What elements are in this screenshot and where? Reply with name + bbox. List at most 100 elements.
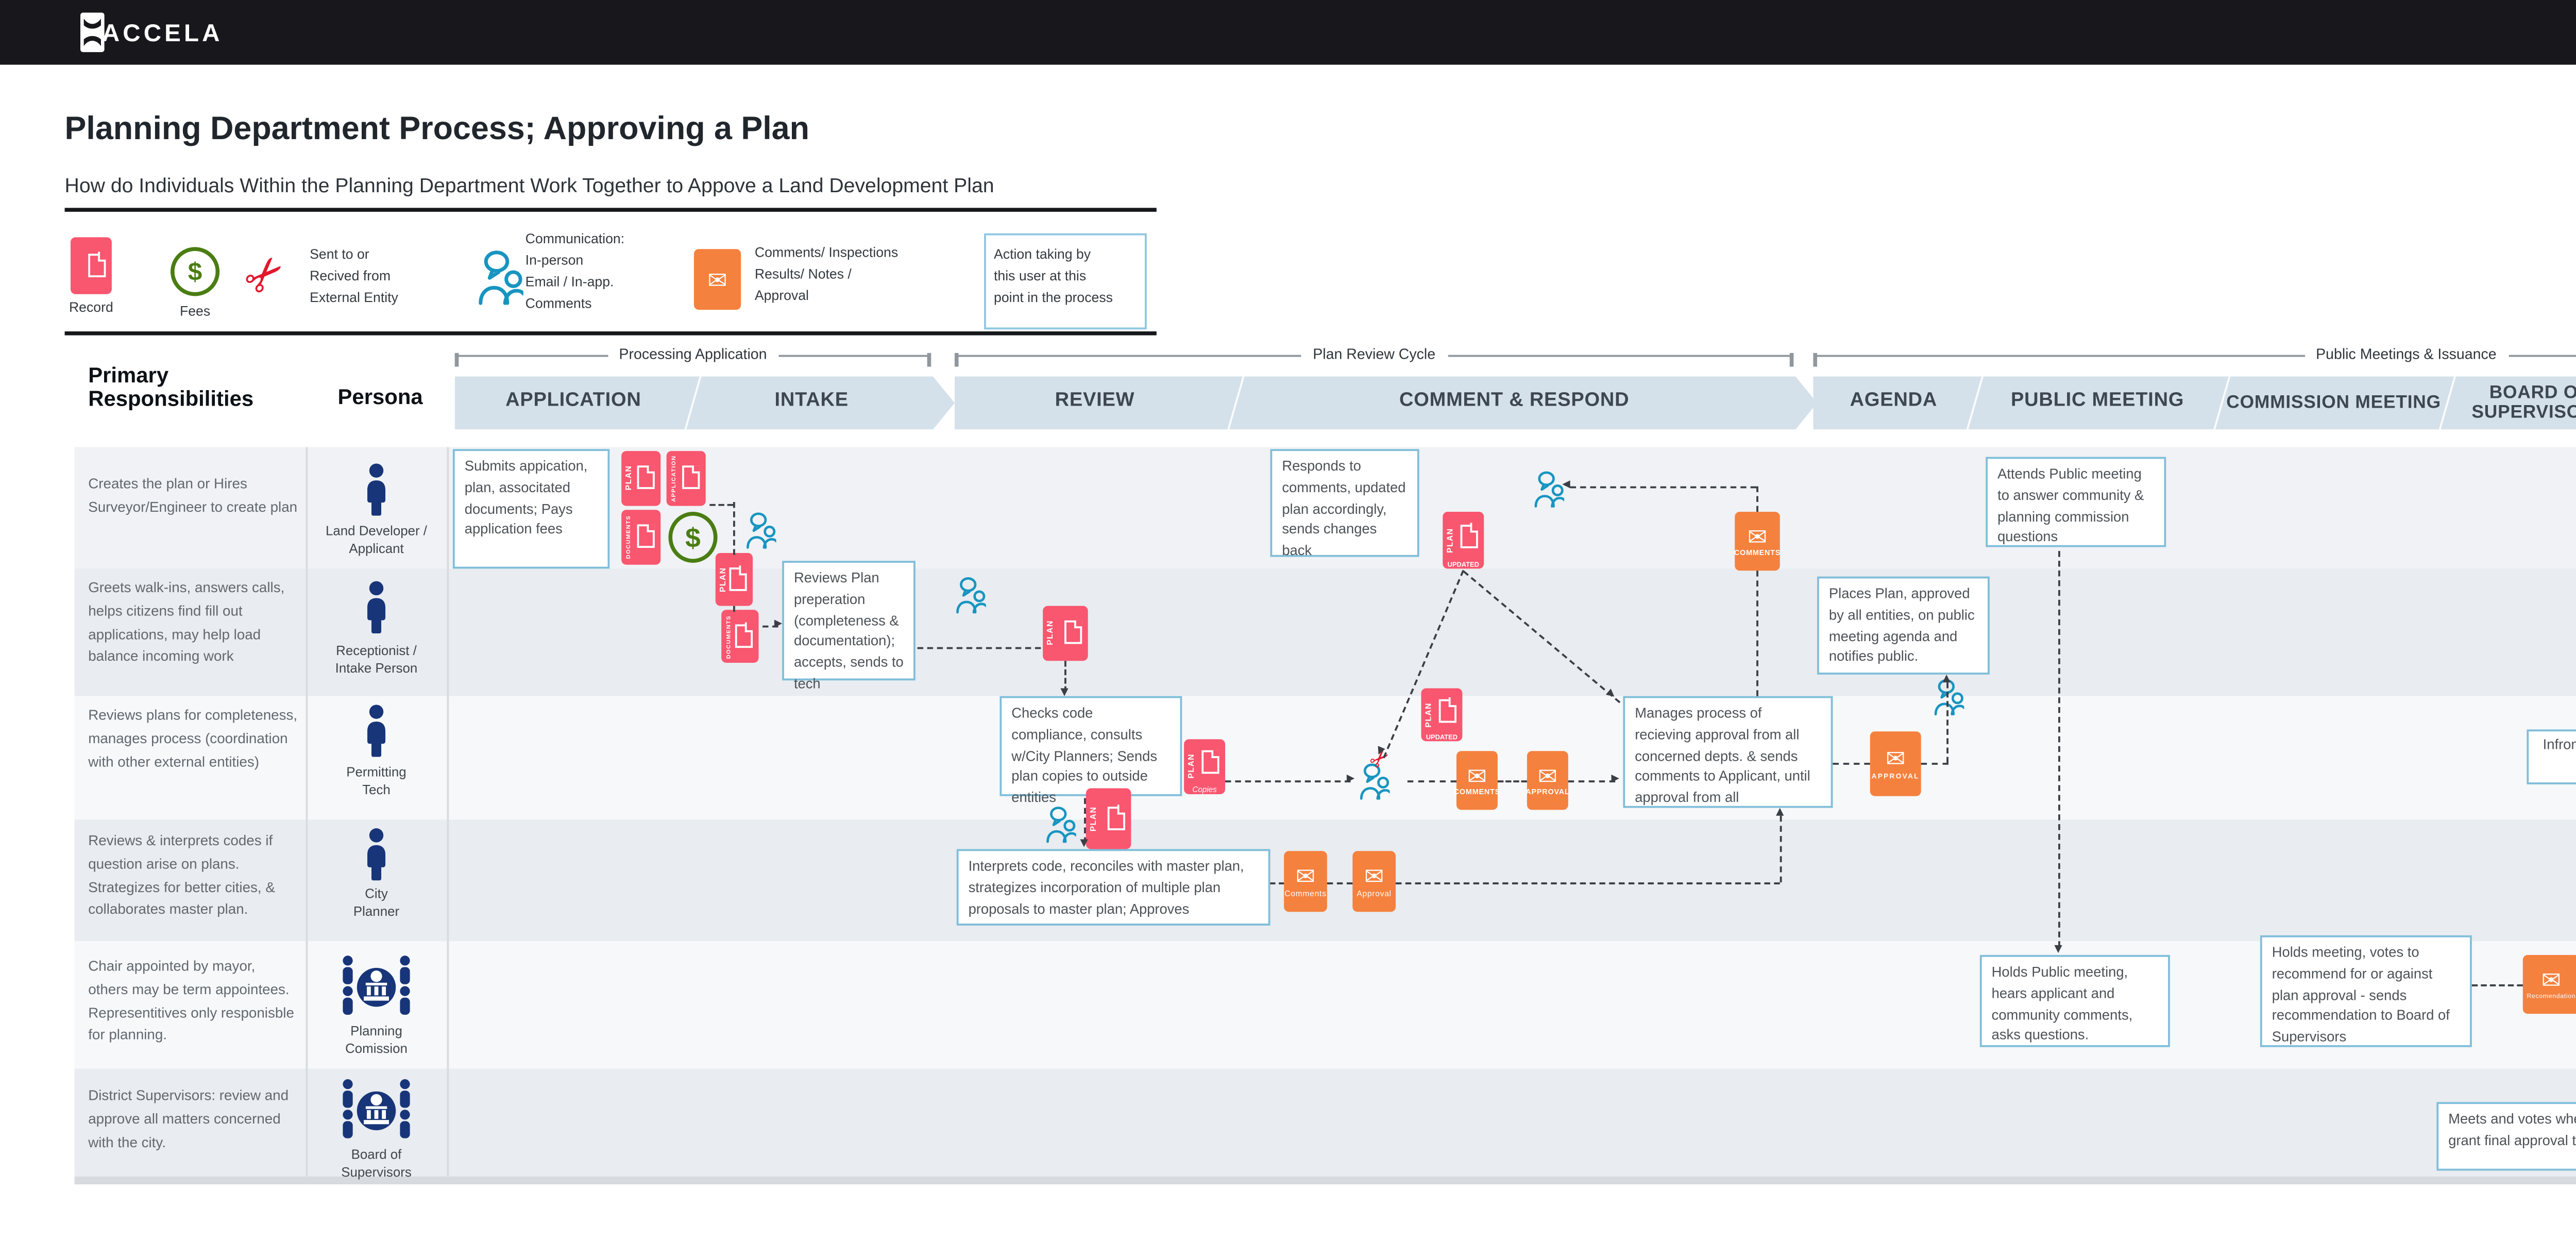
external-entity-icon: ✂ <box>233 243 299 309</box>
arrow <box>1346 775 1355 783</box>
box-reviews: Reviews Plan preperation (completeness &… <box>782 561 916 692</box>
envelope-comments-icon: COMMENTS <box>1734 512 1780 571</box>
column-intake: INTAKE <box>774 391 849 412</box>
phase-processing-application: Processing Application <box>454 344 931 371</box>
responsibility-r1: Creates the plan or Hires Surveyor/Engin… <box>88 474 298 515</box>
legend-action-box: Action taking by this user at this point… <box>984 233 1147 330</box>
envelope-comments-icon: COMMENTS <box>1454 751 1500 810</box>
phase-plan-review-cycle: Plan Review Cycle <box>954 344 1794 371</box>
legend-fees-label: Fees <box>179 306 211 320</box>
connector <box>733 606 735 612</box>
arrow <box>2053 945 2061 953</box>
box-interprets: Interprets code, reconciles with master … <box>956 849 1270 926</box>
connector <box>1327 882 1353 884</box>
connector <box>1833 763 1870 765</box>
connector <box>2058 551 2060 947</box>
band-processing: APPLICATION INTAKE <box>455 377 955 430</box>
legend-results-text: Comments/ Inspections Results/ Notes / A… <box>754 247 899 304</box>
record-plan-icon: PLAN <box>1086 788 1131 849</box>
phase-public-meetings-issuance: Public Meetings & Issuance <box>1813 344 2576 371</box>
box-attends: Attends Public meeting to answer communi… <box>1986 457 2166 547</box>
connector <box>1568 780 1616 783</box>
responsibility-r5: Chair appointed by mayor, others may be … <box>88 957 294 1044</box>
connector <box>1396 882 1780 884</box>
lane-board-supervisors <box>74 1068 2576 1177</box>
connector <box>1756 571 1758 696</box>
persona-r5: Planning Comission <box>345 1025 408 1057</box>
column-public-meeting: PUBLIC MEETING <box>2011 391 2184 412</box>
fees-icon: $ <box>668 512 718 563</box>
group-icon <box>333 953 419 1021</box>
box-infroms: Infroms Applicant of Terms for Approval, <box>2527 729 2576 784</box>
envelope-approval-icon: Approval <box>1352 851 1396 912</box>
connector <box>709 504 733 506</box>
accela-logo-icon <box>80 12 108 53</box>
connector <box>1780 815 1782 883</box>
record-documents-icon: DOCUMENTS <box>621 510 661 565</box>
connector <box>2471 984 2523 986</box>
connector <box>1756 486 1758 512</box>
responsibility-r2: Greets walk-ins, answers calls, helps ci… <box>88 578 285 666</box>
record-plan-icon: PLAN <box>621 451 661 506</box>
lane-permitting-tech <box>74 696 2576 820</box>
persona-r2: Receptionist / Intake Person <box>335 645 418 677</box>
record-plan-icon: PLAN <box>1043 606 1088 661</box>
column-commission-meeting: COMMISSION MEETING <box>2226 391 2441 411</box>
envelope-approval-icon: APPROVAL <box>1526 751 1569 810</box>
divider <box>306 447 308 1177</box>
box-responds: Responds to comments, updated plan accor… <box>1270 449 1419 559</box>
record-plan-icon: PLAN <box>715 552 753 606</box>
band-review: REVIEW COMMENT & RESPOND <box>955 377 1817 430</box>
legend-record-label: Record <box>69 301 113 316</box>
connector <box>1921 763 1948 765</box>
connector <box>1407 780 1456 783</box>
box-checks: Checks code compliance, consults w/City … <box>999 696 1182 806</box>
communication-icon <box>955 577 986 614</box>
top-bar: ACCELA Planning Solution <box>0 0 2576 65</box>
column-comment-respond: COMMENT & RESPOND <box>1399 391 1630 412</box>
person-icon <box>361 580 392 633</box>
persona-r3: Permitting Tech <box>346 766 406 798</box>
record-icon <box>70 237 112 294</box>
record-application-icon: APPLICATION <box>666 451 706 506</box>
arrow <box>1611 775 1619 783</box>
connector <box>1225 780 1351 783</box>
responsibility-r4: Reviews & interprets codes if question a… <box>88 831 275 919</box>
person-icon <box>361 828 392 881</box>
box-meets: Meets and votes whether or not to grant … <box>2436 1102 2576 1171</box>
arrow <box>1941 674 1950 683</box>
envelope-recommendation-icon: Recomendation <box>2522 954 2576 1014</box>
connector <box>1270 882 1284 884</box>
communication-icon <box>1045 806 1076 843</box>
page-title: Planning Department Process; Approving a… <box>64 111 809 147</box>
column-review: REVIEW <box>1055 391 1135 412</box>
header-persona: Persona <box>337 386 423 410</box>
arrow <box>1562 481 1570 489</box>
envelope-approval-icon: APPROVAL <box>1870 731 1921 796</box>
responsibility-r6: District Supervisors: review and approve… <box>88 1086 289 1150</box>
box-places: Places Plan, approved by all entities, o… <box>1817 576 1990 675</box>
persona-r6: Board of Supervisors <box>341 1149 412 1180</box>
arrow <box>1079 839 1087 847</box>
brand-name: ACCELA <box>101 19 223 46</box>
column-agenda: AGENDA <box>1850 391 1938 412</box>
box-holds-public: Holds Public meeting, hears applicant an… <box>1979 954 2170 1047</box>
group-icon <box>333 1077 419 1145</box>
column-application: APPLICATION <box>505 391 641 412</box>
header-responsibilities: Primary Responsibilities <box>88 364 254 413</box>
subtitle-rule <box>64 208 1157 211</box>
results-envelope-icon <box>693 249 741 310</box>
persona-r1: Land Developer / Applicant <box>326 525 428 557</box>
person-icon <box>361 463 392 516</box>
arrow <box>1775 808 1783 816</box>
communication-icon <box>1533 471 1564 508</box>
legend-communication-text: Communication: In-person Email / In-app.… <box>525 233 625 311</box>
connector <box>1570 486 1757 489</box>
envelope-comments-icon: Comments <box>1284 851 1327 912</box>
lane-receptionist <box>74 568 2576 696</box>
arrow <box>774 620 783 629</box>
band-public: AGENDA PUBLIC MEETING COMMISSION MEETING… <box>1813 377 2576 430</box>
page-subtitle: How do Individuals Within the Planning D… <box>64 176 994 198</box>
